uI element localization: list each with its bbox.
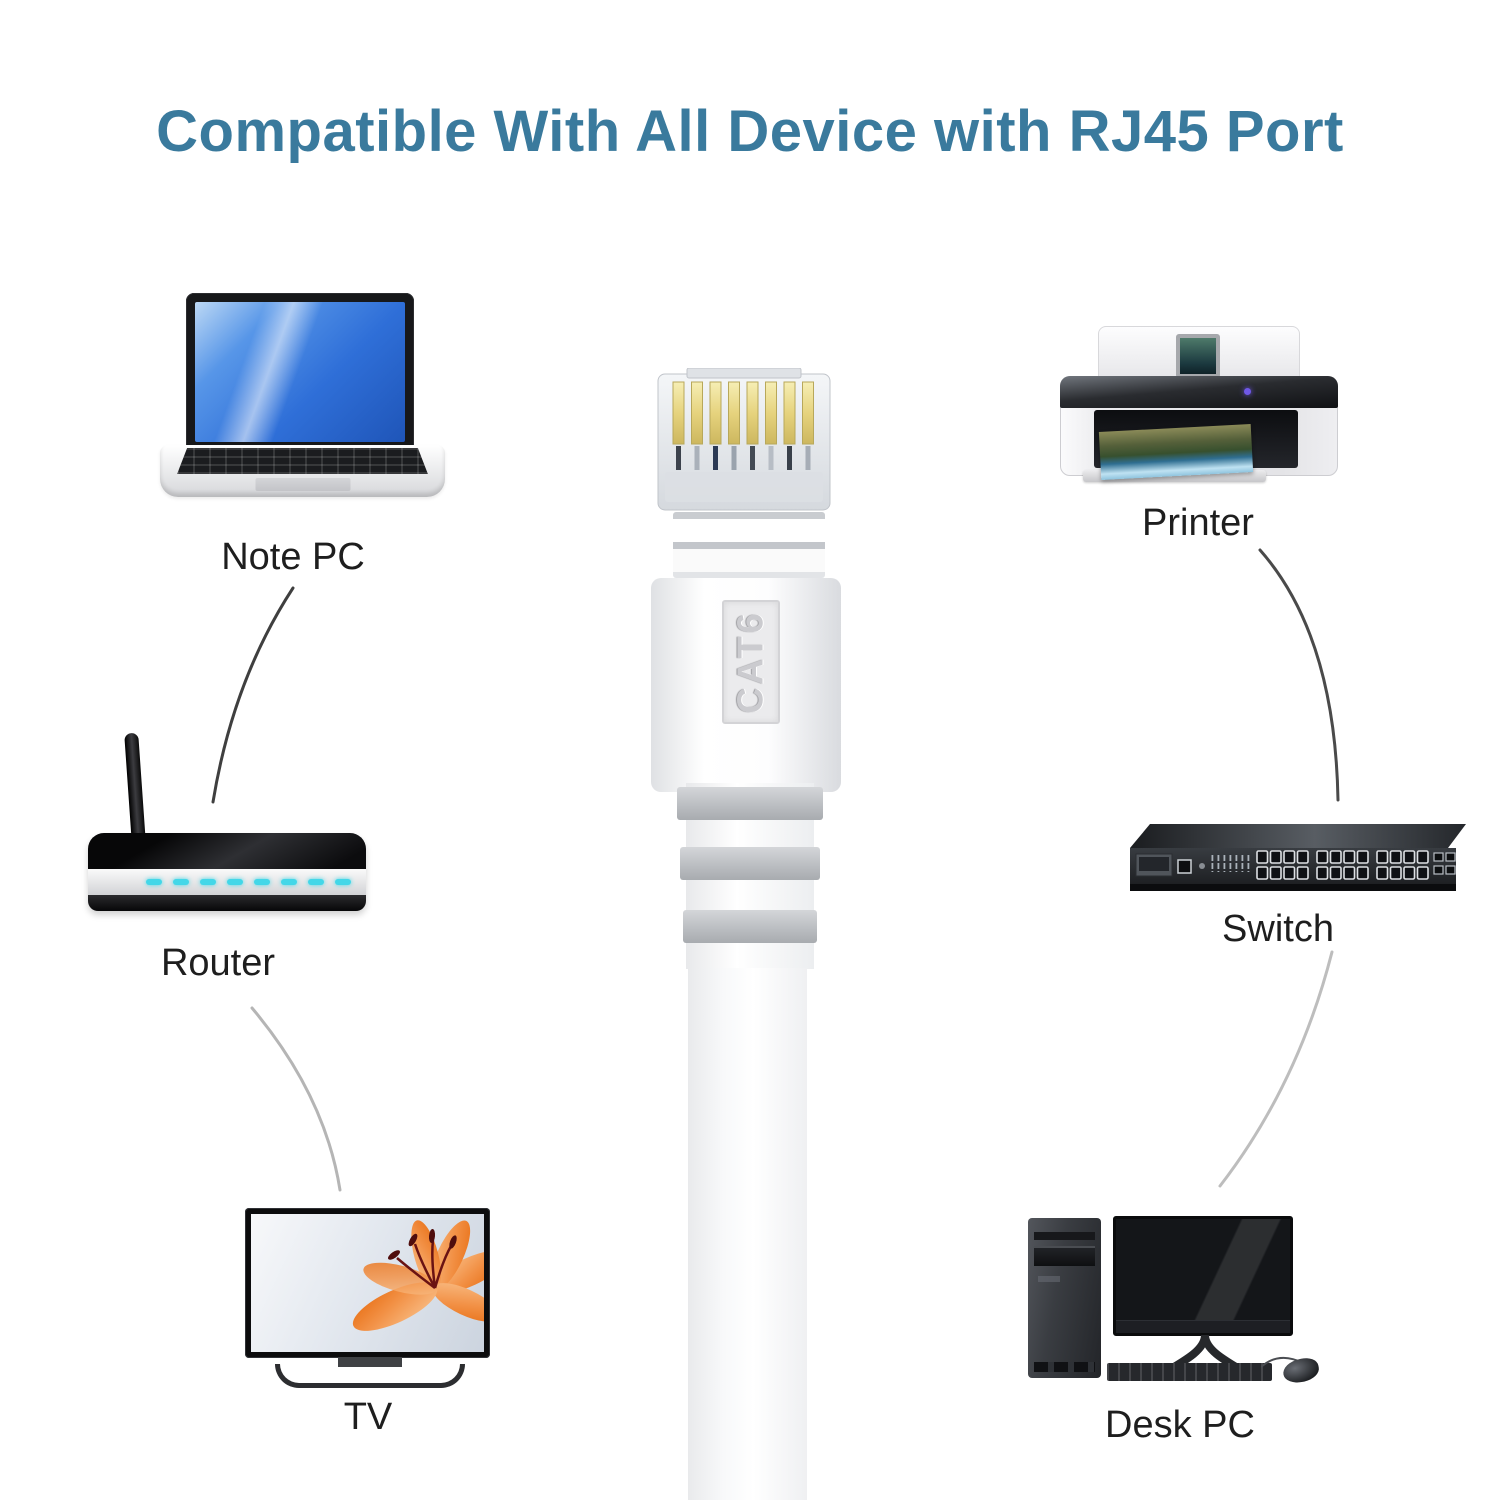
strain-relief-rib — [677, 787, 823, 820]
curve-router-tv — [250, 1006, 342, 1192]
tv-screen — [251, 1214, 484, 1352]
tv-illustration — [245, 1208, 495, 1398]
rj45-wires — [676, 446, 811, 470]
laptop-touchpad — [255, 478, 350, 491]
pc-optical-drive — [1034, 1246, 1095, 1266]
pc-tower-vents — [1034, 1362, 1095, 1372]
printer-power-led — [1244, 388, 1251, 395]
router-antenna — [124, 732, 146, 844]
laptop-keyboard — [177, 448, 428, 474]
printer-printed-photo — [1098, 424, 1254, 480]
tv-label: TV — [343, 1396, 393, 1438]
strain-relief-rib — [683, 910, 817, 943]
rj45-connector-neck — [673, 512, 825, 578]
pc-tower — [1028, 1218, 1101, 1378]
laptop-screen — [195, 302, 405, 442]
flat-cable — [688, 968, 807, 1500]
page-title: Compatible With All Device with RJ45 Por… — [156, 99, 1344, 164]
router-led — [308, 879, 324, 885]
strain-relief-rib — [680, 847, 820, 880]
cable-marking-panel: CAT6 — [722, 600, 780, 724]
curve-switch-deskpc — [1218, 950, 1334, 1188]
printer-lcd-screen — [1176, 334, 1220, 378]
switch-illustration — [1130, 824, 1466, 891]
switch-port-group — [1256, 850, 1310, 882]
lily-flower-image — [352, 1220, 484, 1331]
router-bottom — [88, 895, 366, 911]
switch-reset-button — [1199, 863, 1205, 869]
switch-label: Switch — [1222, 908, 1334, 950]
note-pc-illustration — [160, 293, 445, 508]
switch-console-port — [1177, 859, 1192, 874]
switch-top — [1130, 824, 1466, 848]
tv-frame — [245, 1208, 490, 1358]
desk-pc-illustration — [1025, 1213, 1325, 1398]
router-led — [227, 879, 243, 885]
router-led — [254, 879, 270, 885]
tv-stand-neck — [338, 1357, 402, 1367]
laptop-screen-bezel — [186, 293, 414, 451]
switch-port-group — [1376, 850, 1430, 882]
router-illustration — [88, 732, 368, 913]
rj45-connector-head — [657, 368, 831, 511]
curve-printer-switch — [1258, 548, 1340, 802]
laptop-base — [160, 445, 445, 497]
switch-sfp-ports — [1433, 852, 1456, 875]
cable-strain-relief — [677, 783, 823, 969]
cable-marking-text: CAT6 — [730, 610, 771, 714]
printer-illustration — [1060, 326, 1338, 506]
pc-keyboard — [1107, 1363, 1272, 1381]
router-led — [173, 879, 189, 885]
router-top — [88, 833, 366, 869]
switch-port-group — [1316, 850, 1370, 882]
switch-bottom — [1130, 884, 1456, 891]
printer-label: Printer — [1142, 502, 1254, 544]
rj45-gold-pins — [672, 381, 814, 445]
desk-pc-label: Desk PC — [1105, 1404, 1255, 1446]
note-pc-label: Note PC — [221, 536, 365, 578]
router-led — [146, 879, 162, 885]
router-led — [281, 879, 297, 885]
cat6-cable-illustration: CAT6 — [645, 368, 855, 1500]
router-label: Router — [160, 942, 276, 984]
router-led — [335, 879, 351, 885]
router-led — [200, 879, 216, 885]
tv-stand-base — [275, 1364, 465, 1388]
switch-led-array — [1210, 854, 1250, 872]
router-led-strip — [88, 869, 366, 895]
pc-tower-bay — [1034, 1232, 1095, 1240]
pc-tower-logo — [1038, 1276, 1060, 1282]
printer-top-band — [1060, 376, 1338, 408]
pc-monitor — [1113, 1216, 1293, 1336]
router-body — [88, 833, 366, 911]
